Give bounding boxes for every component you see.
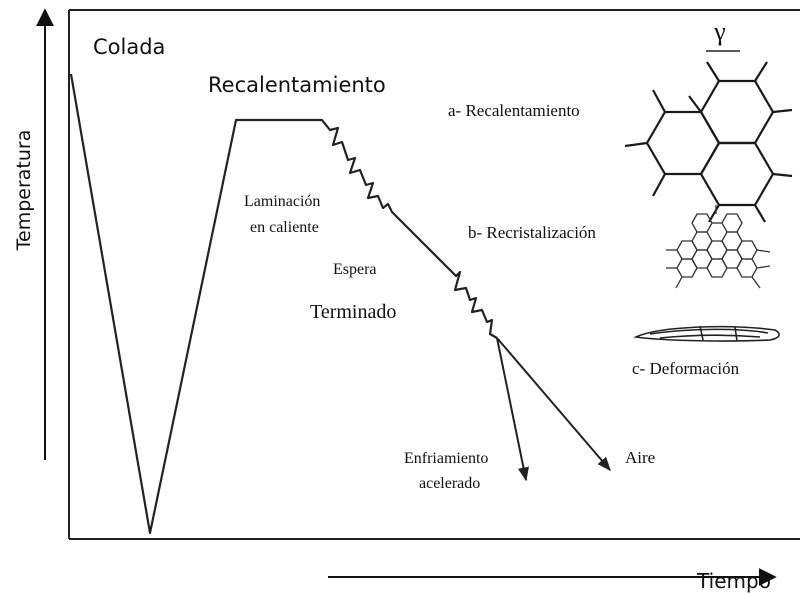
air-cooling-arrow bbox=[496, 337, 611, 472]
stage-hot-rolling-label-line2: en caliente bbox=[250, 219, 319, 236]
recrystallized-fine-grains bbox=[666, 205, 771, 289]
micro-c-label: c- Deformación bbox=[632, 359, 740, 378]
coarse-austenite-grains bbox=[624, 61, 793, 223]
micro-a-label: a- Recalentamiento bbox=[448, 101, 580, 120]
accelerated-cooling-label-line2: acelerado bbox=[419, 475, 480, 492]
air-cooling-label: Aire bbox=[625, 448, 655, 467]
stage-casting-label: Colada bbox=[93, 35, 165, 59]
x-axis-label: Tiempo bbox=[696, 569, 771, 593]
micro-b-label: b- Recristalización bbox=[468, 223, 596, 242]
plot-frame bbox=[68, 9, 800, 540]
stage-finishing-label: Terminado bbox=[310, 301, 396, 323]
stage-hot-rolling-label-line1: Laminación bbox=[244, 193, 320, 210]
deformed-pancake-grains bbox=[633, 325, 780, 342]
stage-hold-label: Espera bbox=[333, 261, 377, 278]
phase-symbol: γ bbox=[713, 17, 726, 46]
stage-reheating-label: Recalentamiento bbox=[208, 73, 386, 97]
y-axis-label: Temperatura bbox=[13, 130, 35, 252]
accelerated-cooling-label-line1: Enfriamiento bbox=[404, 450, 488, 467]
accelerated-cooling-arrow bbox=[496, 337, 529, 482]
process-temperature-curve bbox=[69, 73, 498, 535]
